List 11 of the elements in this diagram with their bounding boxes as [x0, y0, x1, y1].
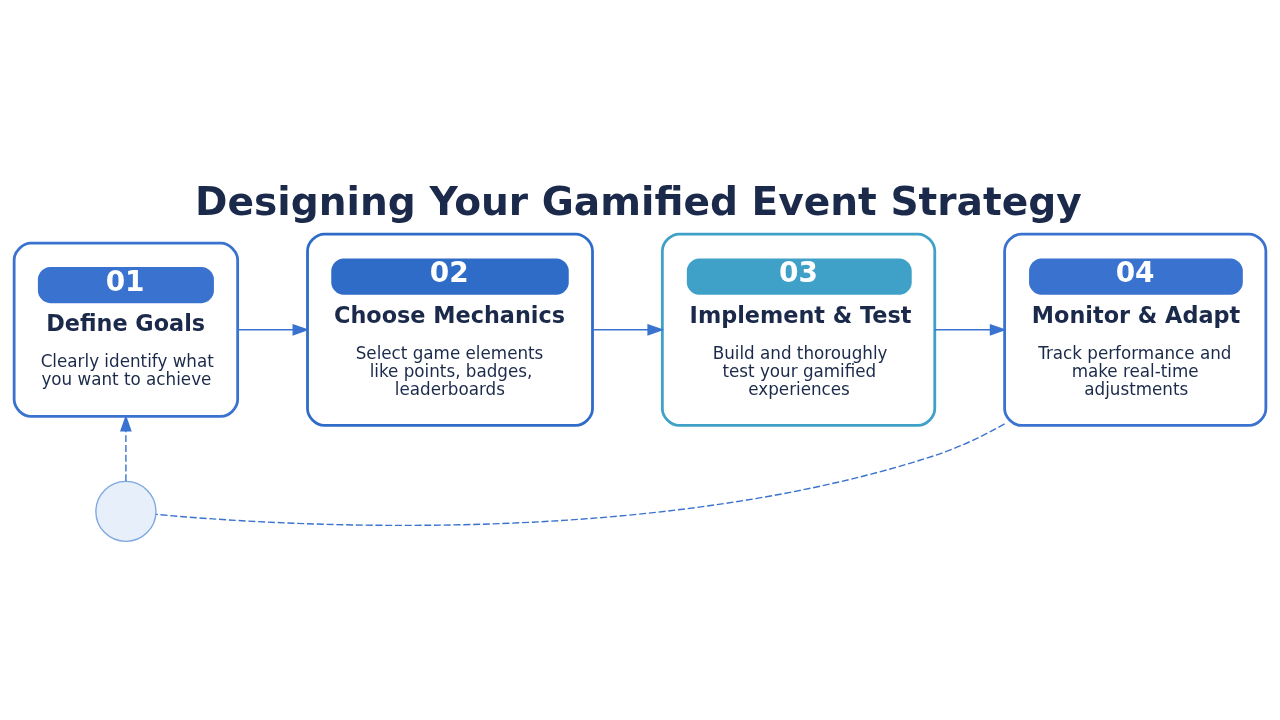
- arrow: [591, 323, 665, 336]
- arrow: [934, 323, 1007, 336]
- arrow: [237, 323, 310, 336]
- node-box: 02 Choose Mechanics Select game elements like points, badges, leaderboards: [306, 232, 594, 427]
- arrow: [120, 414, 132, 482]
- node-box: 04 Monitor & Adapt Track performance and make real-time adjustments: [1003, 232, 1268, 427]
- node-circle: [95, 480, 157, 542]
- diagram-title: Designing Your Gamified Event Strategy: [195, 178, 1082, 224]
- node-box: 03 Implement & Test Build and thoroughly test your gamified experiences: [660, 232, 937, 427]
- node-box: 01 Define Goals Clearly identify what you want to achieve: [12, 241, 240, 418]
- connector: [155, 422, 1006, 526]
